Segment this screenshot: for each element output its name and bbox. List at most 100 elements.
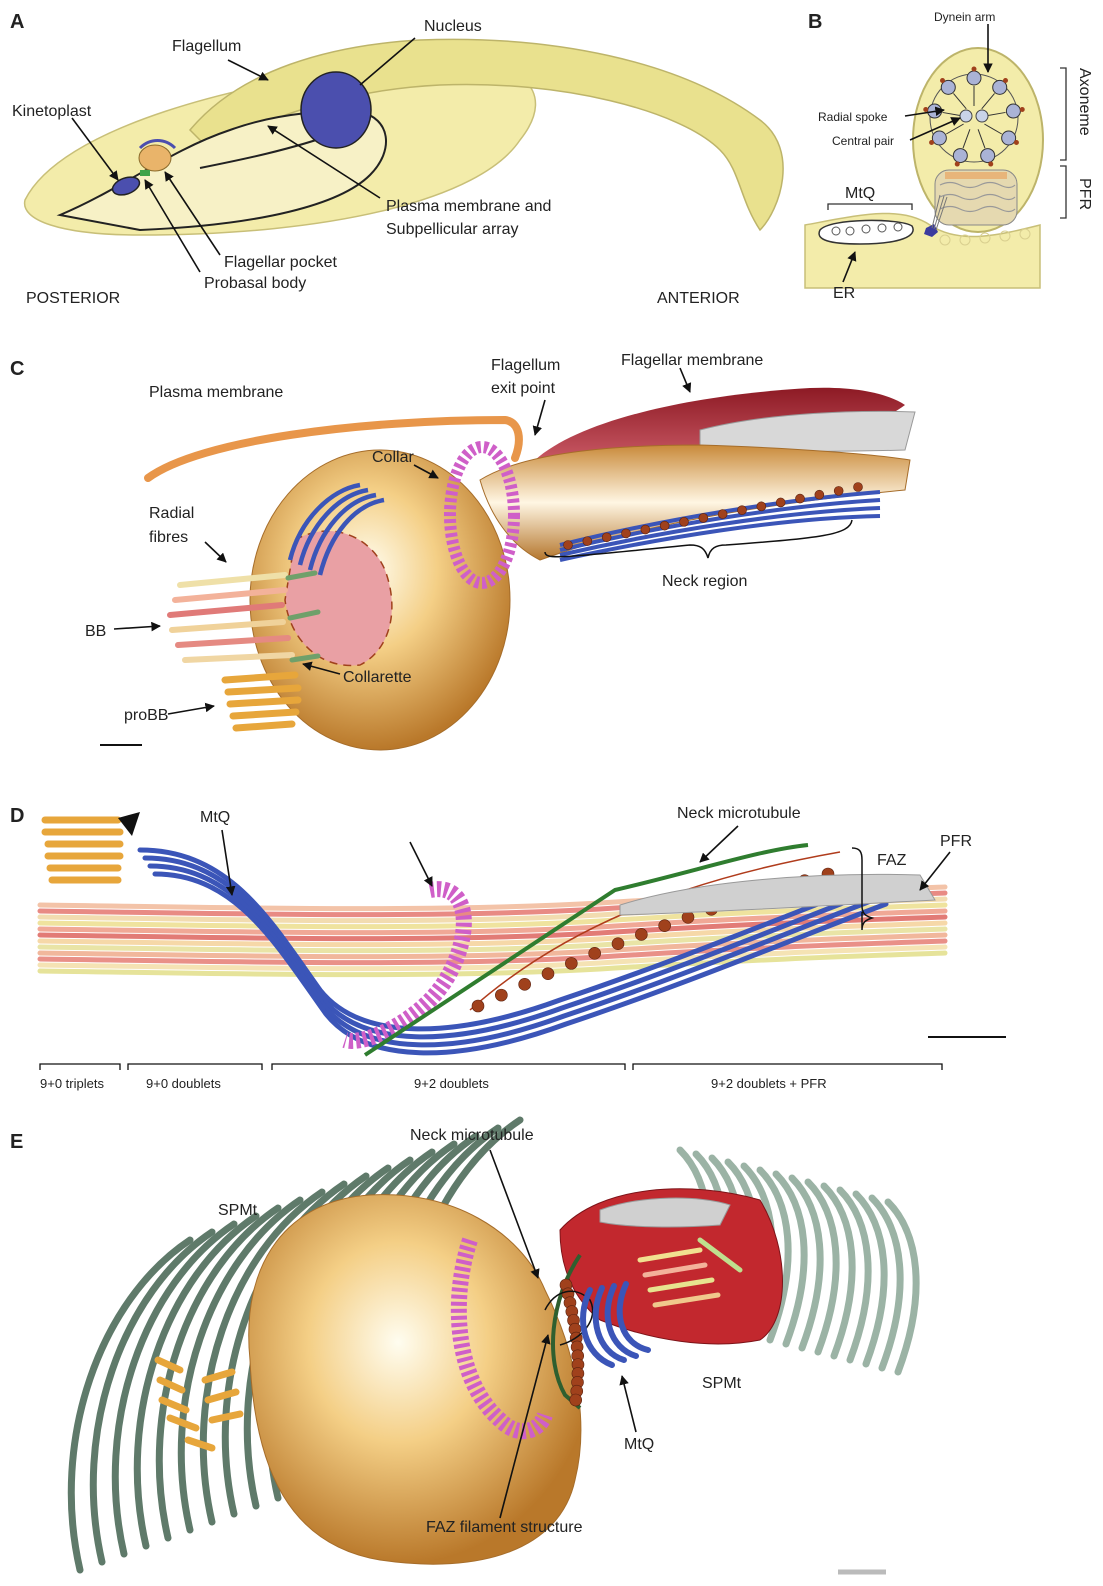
arrow-neck-microtubule-d	[700, 826, 738, 862]
dynein-arm-dot	[1014, 140, 1019, 145]
arrow-radial-fibres	[205, 542, 226, 562]
flagellar-pocket-shape	[139, 145, 171, 171]
arrow-probb	[168, 706, 214, 714]
faz-bead	[583, 537, 592, 546]
faz-bead	[519, 978, 531, 990]
label-mtq: MtQ	[845, 185, 875, 202]
faz-bead	[641, 525, 650, 534]
label-pfr-d: PFR	[940, 833, 972, 850]
panel-d-letter: D	[10, 805, 24, 827]
label-central-pair: Central pair	[832, 134, 894, 148]
faz-bead	[589, 947, 601, 959]
arrow-flagellar-membrane	[680, 368, 690, 392]
label-mtq-d: MtQ	[200, 809, 230, 826]
label-collar: Collar	[372, 449, 414, 466]
faz-bead	[495, 989, 507, 1001]
label-nucleus: Nucleus	[424, 18, 482, 35]
label-seg3: 9+2 doublets	[414, 1076, 489, 1091]
faz-bead	[635, 928, 647, 940]
faz-bead	[564, 541, 573, 550]
panel-d: D	[10, 805, 1006, 1091]
panel-e-letter: E	[10, 1131, 23, 1153]
label-pfr: PFR	[1076, 178, 1093, 210]
label-spmt-top: SPMt	[218, 1202, 258, 1219]
faz-bead	[472, 1000, 484, 1012]
label-radial-spoke: Radial spoke	[818, 110, 888, 124]
label-anterior: ANTERIOR	[657, 290, 740, 307]
panel-a-letter: A	[10, 11, 24, 33]
label-plasma-membrane: Plasma membrane and	[386, 198, 551, 215]
label-kinetoplast: Kinetoplast	[12, 103, 92, 120]
label-plasma-membrane-c: Plasma membrane	[149, 384, 283, 401]
axoneme-bracket	[1060, 68, 1066, 160]
label-faz-d: FAZ	[877, 852, 907, 869]
label-radial-fibres-2: fibres	[149, 529, 188, 546]
doublet	[1006, 104, 1020, 118]
faz-bead	[612, 938, 624, 950]
segment-brackets	[40, 1064, 942, 1070]
label-mtq-e: MtQ	[624, 1436, 654, 1453]
label-posterior: POSTERIOR	[26, 290, 120, 307]
label-neck-microtubule-e: Neck microtubule	[410, 1127, 534, 1144]
arrow-pfr-d	[920, 852, 950, 890]
label-axoneme: Axoneme	[1076, 68, 1093, 136]
label-probasal-body: Probasal body	[204, 275, 306, 292]
dynein-arm-dot	[940, 78, 945, 83]
label-seg4: 9+2 doublets + PFR	[711, 1076, 827, 1091]
faz-bead	[718, 510, 727, 519]
faz-bead	[602, 533, 611, 542]
faz-bead	[776, 498, 785, 507]
label-seg1: 9+0 triplets	[40, 1076, 104, 1091]
panel-b: B	[805, 10, 1093, 302]
doublet	[967, 71, 981, 85]
label-flagellum-exit-2: exit point	[491, 380, 556, 397]
arrow-collar-d	[410, 842, 432, 886]
label-neck-microtubule-d: Neck microtubule	[677, 805, 801, 822]
arrow-bb	[114, 626, 160, 629]
dynein-arm-dot	[1003, 78, 1008, 83]
probasal-body-shape	[140, 170, 150, 176]
dynein-arm-dot	[988, 162, 993, 167]
label-neck-region: Neck region	[662, 573, 747, 590]
arrow-exit-point	[535, 400, 545, 435]
mtq-bracket	[828, 204, 912, 210]
faz-bead	[680, 517, 689, 526]
dynein-arm-dot	[972, 67, 977, 72]
arrow-mtq-e	[622, 1376, 636, 1432]
faz-bead	[738, 506, 747, 515]
label-faz-filament: FAZ filament structure	[426, 1519, 583, 1536]
central-pair-a	[960, 110, 972, 122]
label-flagellar-pocket: Flagellar pocket	[224, 254, 338, 271]
doublet	[981, 149, 995, 163]
pfr-band	[945, 172, 1007, 179]
dynein-arm-dot	[1020, 107, 1025, 112]
label-probb: proBB	[124, 707, 168, 724]
dynein-arm-dot	[955, 162, 960, 167]
label-bb: BB	[85, 623, 106, 640]
nucleus-shape	[301, 72, 371, 148]
label-seg2: 9+0 doublets	[146, 1076, 221, 1091]
panel-e: E	[10, 1120, 916, 1572]
label-radial-fibres-1: Radial	[149, 505, 194, 522]
dynein-arm-dot	[923, 107, 928, 112]
faz-bead	[660, 521, 669, 530]
label-dynein-arm: Dynein arm	[934, 10, 995, 24]
central-pair-b	[976, 110, 988, 122]
doublet	[953, 149, 967, 163]
label-flagellum-exit-1: Flagellum	[491, 357, 560, 374]
label-subpellicular: Subpellicular array	[386, 221, 519, 238]
panel-a: A Flagellum Nucleus Kinetoplast Plasma m…	[10, 11, 783, 307]
label-collarette: Collarette	[343, 669, 412, 686]
faz-bead	[659, 920, 671, 932]
dynein-arm-dot	[929, 140, 934, 145]
pocket-body-e	[249, 1195, 581, 1565]
label-er: ER	[833, 285, 855, 302]
panel-b-letter: B	[808, 11, 822, 33]
faz-bead	[699, 513, 708, 522]
faz-bead	[757, 502, 766, 511]
faz-bead	[542, 968, 554, 980]
probb-tubes-d	[45, 820, 120, 880]
panel-c-letter: C	[10, 358, 24, 380]
faz-bead	[796, 494, 805, 503]
label-flagellar-membrane: Flagellar membrane	[621, 352, 763, 369]
